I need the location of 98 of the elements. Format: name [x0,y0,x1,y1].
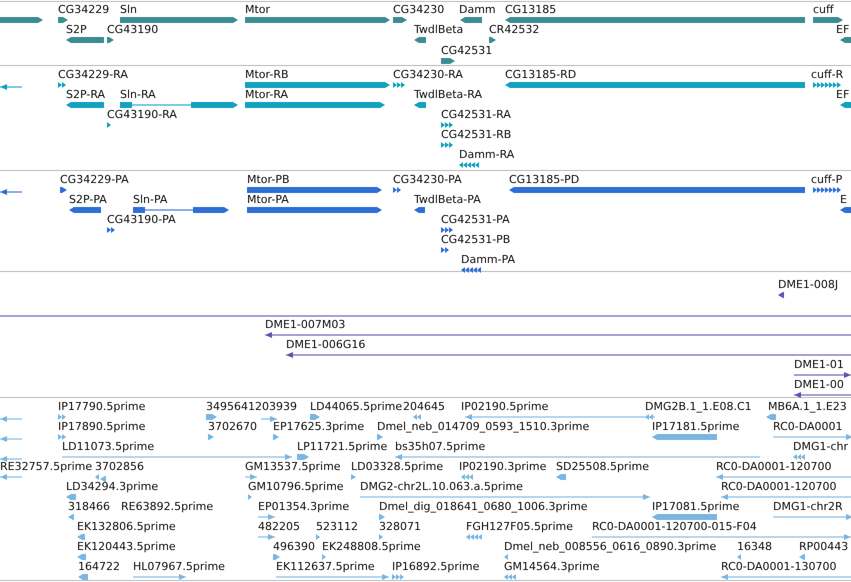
feature-label: FGH127F05.5prime [466,520,573,533]
feature-label: 3702670 [208,420,257,433]
feature-label: CG34229-PA [60,173,129,186]
feature-label: DMG1-chr [793,440,848,453]
feature-label: CG42531-RA [441,108,511,121]
feature-label: RE32757.5prime [0,460,92,473]
feature-label: EK120443.5prime [77,540,176,553]
feature-label: IP16892.5prime [392,560,480,573]
feature-label: EK132806.5prime [77,520,176,533]
feature-label: CG34229-RA [58,68,128,81]
feature-label: cuff-P [811,173,842,186]
feature-label: 164722 [78,560,120,573]
feature-label: CG43190 [107,23,158,36]
feature-label: 328071 [379,520,421,533]
feature-label: Damm [459,3,496,16]
feature-label: HL07967.5prime [133,560,225,573]
feature-label: CG42531-RB [441,128,512,141]
feature-label: 16348 [737,540,772,553]
feature-label: 318466 [68,500,110,513]
feature-label: Damm-RA [459,148,514,161]
feature-label: S2P-RA [66,88,106,101]
feature-label: Sln-RA [120,88,156,101]
feature-label: cuff-R [811,68,844,81]
feature-label: Sln [120,3,138,16]
feature-label: RC0-DA0001 [773,420,843,433]
feature-label: EF [836,88,850,101]
feature-label: CG34230 [393,3,444,16]
feature-label: CG13185-PD [509,173,580,186]
feature-label: 523112 [316,520,358,533]
feature-label: EK112637.5prime [276,560,375,573]
feature-label: Dmel_neb_008556_0616_0890.3prime [504,540,716,553]
feature-label: CG43190-RA [107,108,177,121]
feature-label: MB6A.1_1.E23 [768,400,847,413]
feature-label: bs35h07.5prime [395,440,486,453]
feature-label: Mtor-RA [245,88,288,101]
feature-label: CG13185 [505,3,556,16]
feature-label: GM10796.5prime [248,480,344,493]
feature-label: DME1-007M03 [265,318,346,331]
feature-label: LD03328.5prime [351,460,444,473]
feature-label: CG34230-PA [393,173,462,186]
feature-label: EK248808.5prime [322,540,421,553]
feature-label: 3702856 [95,460,144,473]
feature-label: LD11073.5prime [62,440,154,453]
feature-label: CG42531 [441,44,492,57]
feature-label: RC0-DA0001-120700 [721,480,836,493]
feature-label: LP11721.5prime [297,440,388,453]
feature-label: IP17181.5prime [652,420,740,433]
feature-label: EP17625.3prime [273,420,364,433]
feature-label: Mtor-PB [247,173,290,186]
feature-label: DMG2B.1_1.E08.C1 [645,400,752,413]
feature-label: 204645 [403,400,445,413]
feature-label: Dmel_neb_014709_0593_1510.3prime [377,420,590,433]
feature-label: RC0-DA0001-130700 [721,560,836,573]
feature-label: TwdlBeta-PA [414,193,481,206]
feature-label: 496390 [273,540,315,553]
feature-label: LD44065.5prime [310,400,402,413]
feature-label: CG34230-RA [393,68,463,81]
feature-label: EF [836,23,850,36]
feature-label: IP17081.5prime [652,500,740,513]
feature-label: SD25508.5prime [556,460,649,473]
feature-label: 482205 [258,520,300,533]
feature-label: GM14564.3prime [504,560,600,573]
feature-label: IP17790.5prime [58,400,146,413]
feature-label: DMG1-chr2R [773,500,843,513]
feature-label: GM13537.5prime [245,460,341,473]
feature-label: IP17890.5prime [58,420,146,433]
feature-label: RC0-DA0001-120700 [716,460,832,473]
feature-label: LD34294.3prime [66,480,158,493]
feature-label: RC0-DA0001-120700-015-F04 [592,520,757,533]
feature-label: DME1-00 [794,378,844,391]
feature-label: TwdlBeta [414,23,464,36]
feature-label: cuff [813,3,834,16]
feature-label: Damm-PA [461,253,516,266]
feature-label: RP00443 [799,540,848,553]
feature-label: DME1-006G16 [286,338,366,351]
feature-label: IP02190.3prime [459,460,546,473]
feature-label: Mtor-RB [245,68,289,81]
feature-label: S2P [66,23,87,36]
feature-label: CG42531-PA [441,213,510,226]
feature-label: CG43190-PA [107,213,176,226]
feature-label: Mtor [245,3,270,16]
feature-label: IP02190.5prime [461,400,548,413]
feature-label: Mtor-PA [247,193,289,206]
feature-label: E [840,193,847,206]
feature-label: DMG2-chr2L.10.063.a.5prime [360,480,523,493]
feature-label: DME1-01 [794,358,844,371]
feature-label: EP01354.3prime [258,500,350,513]
feature-label: 3495641203939 [206,400,297,413]
feature-label: S2P-PA [69,193,107,206]
feature-label: Sln-PA [133,193,168,206]
feature-label: Dmel_dig_018641_0680_1006.3prime [379,500,588,513]
feature-label: CG13185-RD [505,68,576,81]
feature-label: CG34229 [58,3,110,16]
feature-label: CR42532 [489,23,540,36]
feature-label: RE63892.5prime [121,500,214,513]
feature-label: TwdlBeta-RA [414,88,482,101]
feature-label: DME1-008J [778,278,838,291]
feature-label: CG42531-PB [441,233,510,246]
